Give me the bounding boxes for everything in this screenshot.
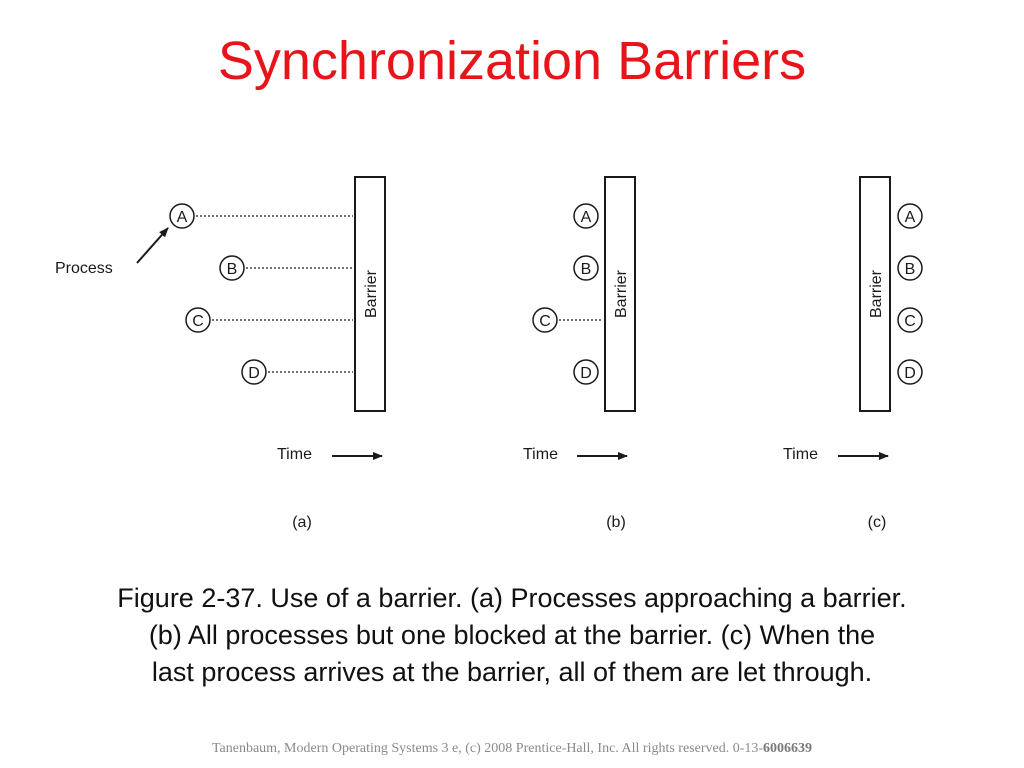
process-label: A — [177, 209, 188, 226]
barrier-label-c: Barrier — [868, 269, 885, 318]
caption-line-1: Figure 2-37. Use of a barrier. (a) Proce… — [117, 583, 907, 613]
barrier-label-a: Barrier — [363, 269, 380, 318]
process-circle-c-D: D — [897, 359, 923, 385]
panel-b: Barrier A B C D Time (b) — [523, 176, 636, 531]
process-label: C — [192, 313, 204, 330]
process-circle-c-B: B — [897, 255, 923, 281]
process-circle-c-A: A — [897, 203, 923, 229]
barrier-rect-c — [859, 176, 891, 412]
process-label: D — [580, 365, 592, 382]
figure-caption: Figure 2-37. Use of a barrier. (a) Proce… — [0, 580, 1024, 691]
panel-label-b: (b) — [606, 514, 626, 531]
process-circle-b-B: B — [573, 255, 599, 281]
panel-label-a: (a) — [292, 514, 312, 531]
panel-label-c: (c) — [868, 514, 887, 531]
process-label: B — [905, 261, 916, 278]
process-label: D — [248, 365, 260, 382]
process-label: B — [581, 261, 592, 278]
process-label: A — [581, 209, 592, 226]
process-label: C — [904, 313, 916, 330]
process-label: C — [539, 313, 551, 330]
barrier-rect-b — [604, 176, 636, 412]
caption-line-3: last process arrives at the barrier, all… — [151, 657, 873, 687]
footer-isbn: 6006639 — [763, 741, 813, 756]
process-circle-a-A: A — [169, 203, 195, 229]
time-label-a: Time — [277, 446, 312, 463]
panel-c: Barrier A B C D Time (c) — [783, 176, 923, 531]
process-pointer-arrow — [136, 227, 169, 264]
panel-a: Barrier A B C D Process Time (a) — [55, 176, 386, 531]
process-label: A — [905, 209, 916, 226]
slide-title: Synchronization Barriers — [217, 31, 807, 91]
process-circle-a-D: D — [241, 359, 267, 385]
process-label: D — [904, 365, 916, 382]
time-label-c: Time — [783, 446, 818, 463]
process-circle-a-C: C — [185, 307, 211, 333]
process-label: B — [227, 261, 238, 278]
process-circle-b-C: C — [532, 307, 558, 333]
barrier-label-b: Barrier — [613, 269, 630, 318]
process-circle-b-D: D — [573, 359, 599, 385]
caption-line-2: (b) All processes but one blocked at the… — [148, 620, 876, 650]
process-circle-b-A: A — [573, 203, 599, 229]
barrier-diagram: Barrier A B C D Process Time (a) Barrier — [55, 176, 923, 531]
footer-text: Tanenbaum, Modern Operating Systems 3 e,… — [211, 741, 764, 756]
process-circle-c-C: C — [897, 307, 923, 333]
copyright-footer: Tanenbaum, Modern Operating Systems 3 e,… — [0, 741, 1024, 757]
barrier-rect-a — [354, 176, 386, 412]
process-label-text: Process — [55, 260, 113, 277]
time-label-b: Time — [523, 446, 558, 463]
process-circle-a-B: B — [219, 255, 245, 281]
